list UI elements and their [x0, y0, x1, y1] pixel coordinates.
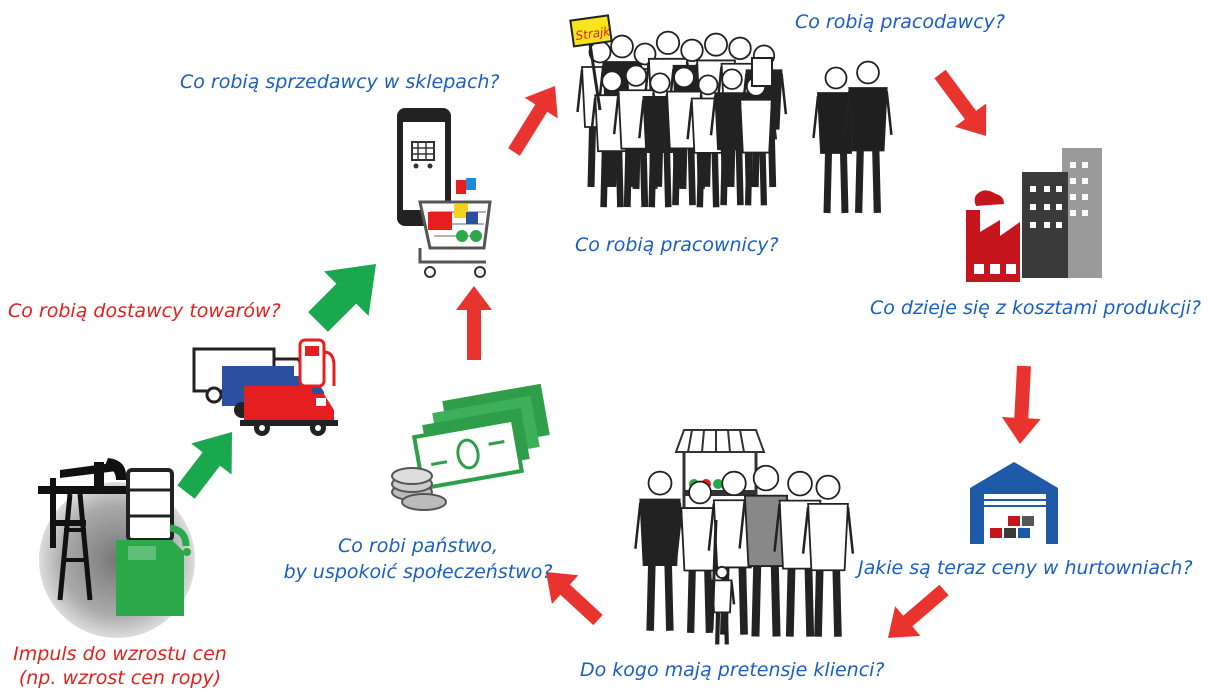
label-wholesale: Jakie są teraz ceny w hurtowniach?	[858, 557, 1193, 579]
arrow-customers-to-state	[546, 572, 603, 626]
coins-icon	[391, 467, 447, 511]
oil-pump-icon	[38, 458, 127, 601]
label-employers: Co robią pracodawcy?	[795, 11, 1005, 33]
factory-icon	[966, 148, 1102, 282]
arrow-oil-to-suppliers	[177, 432, 232, 499]
customer-figure	[738, 464, 794, 637]
delivery-truck-icon	[192, 347, 338, 436]
arrow-suppliers-to-retail	[308, 264, 376, 332]
label-retailers: Co robią sprzedawcy w sklepach?	[180, 71, 500, 93]
label-workers: Co robią pracownicy?	[575, 234, 779, 256]
jerrycan-icon	[116, 524, 191, 616]
customer-figure	[675, 480, 725, 633]
arrow-state-to-retail	[456, 286, 492, 360]
money-illustration	[391, 383, 550, 511]
arrow-retail-to-workers	[508, 86, 558, 156]
arrow-factory-to-warehouse	[1001, 365, 1041, 444]
worker-figure	[734, 76, 778, 206]
arrows	[177, 69, 1041, 638]
label-state-line2: by uspokoić społeczeństwo?	[283, 561, 553, 583]
oil-barrel-icon	[126, 468, 174, 542]
fuel-pump-icon	[298, 338, 336, 388]
label-state-line1: Co robi państwo,	[337, 535, 499, 557]
strike-sign-text: Strajk	[575, 24, 613, 43]
customer-figure	[634, 470, 686, 631]
label-production-costs: Co dzieje się z kosztami produkcji?	[870, 297, 1201, 319]
crowd-icon	[634, 464, 855, 645]
worker-figure	[638, 72, 682, 208]
businesswoman-figure	[843, 60, 893, 213]
arrow-employers-to-factory	[934, 69, 987, 136]
shopping-cart-icon	[418, 178, 492, 278]
label-impulse-line2: (np. wzrost cen ropy)	[18, 667, 222, 689]
protesting-crowd-icon	[576, 30, 788, 208]
customer-figure	[708, 565, 736, 645]
impulse-illustration	[38, 458, 195, 638]
label-suppliers: Co robią dostawcy towarów?	[8, 300, 281, 322]
customer-figure	[801, 474, 855, 637]
strike-sign: Strajk	[569, 14, 613, 48]
label-customers: Do kogo mają pretensje klienci?	[580, 659, 885, 681]
label-impulse-line1: Impuls do wzrostu cen	[13, 643, 227, 665]
retail-illustration	[397, 108, 492, 278]
arrow-warehouse-to-customers	[888, 584, 949, 638]
employers-icon	[812, 60, 893, 214]
banknotes-icon	[411, 383, 550, 491]
warehouse-icon	[970, 462, 1058, 544]
smartphone-cart-icon	[397, 108, 451, 226]
supply-illustration	[192, 338, 338, 436]
